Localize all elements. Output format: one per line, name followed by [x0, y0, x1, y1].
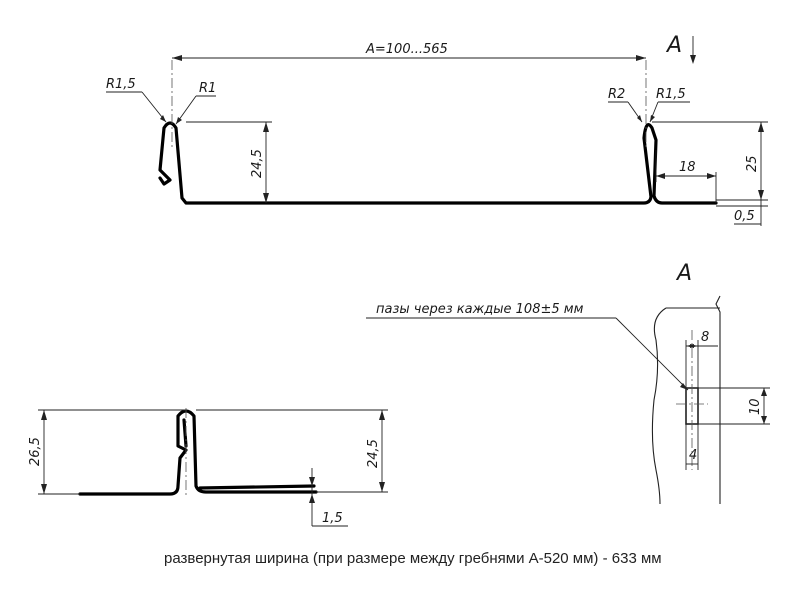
- top-profile: A=100...565 R1,5 R1 24,5 R2 R1,5 18: [106, 33, 768, 226]
- seam-outline-inner: [182, 418, 316, 490]
- view-a-sheet-edge-left: [651, 307, 667, 505]
- seam-inner-arrow-bottom: [379, 482, 385, 492]
- unfolded-width-caption: развернутая ширина (при размере между гр…: [164, 550, 662, 567]
- flange-arrow-right: [707, 173, 716, 179]
- radius-right-outer-label: R1,5: [656, 87, 686, 102]
- r1-leader-arrow: [176, 117, 182, 124]
- seam-offset-arrow-top: [309, 477, 315, 486]
- top-profile-outline: [158, 121, 718, 205]
- left-height-arrow-top: [263, 122, 269, 132]
- view-arrow-label: A: [665, 33, 682, 58]
- r2-leader-arrow: [637, 115, 642, 122]
- slot-offset-label: 4: [689, 448, 697, 463]
- seam-outer-arrow-top: [41, 410, 47, 420]
- radius-left-outer-label: R1,5: [106, 77, 136, 92]
- radius-left-inner-label: R1: [199, 81, 216, 96]
- right-height-arrow-top: [758, 122, 764, 132]
- slot-width-arrow-right: [690, 344, 698, 348]
- view-a-sheet-edge-right: [715, 295, 721, 504]
- slot-note-text: пазы через каждые 108±5 мм: [376, 302, 584, 317]
- width-arrow-right: [636, 55, 646, 61]
- height-right-label: 25: [745, 155, 760, 172]
- r15-left-leader-arrow: [160, 115, 166, 122]
- slot-width-label: 8: [701, 330, 709, 345]
- flange-arrow-left: [656, 173, 665, 179]
- radius-right-inner-label: R2: [608, 87, 625, 102]
- view-arrow-head: [690, 55, 696, 64]
- seam-outline-outer: [78, 409, 318, 496]
- seam-offset-label: 1,5: [322, 511, 343, 526]
- slot-height-arrow-top: [761, 388, 767, 396]
- seam-height-outer-label: 26,5: [28, 437, 43, 466]
- view-a-detail: A пазы через каждые 108±5 мм 8 10 4: [366, 261, 770, 505]
- view-label: A: [675, 261, 692, 286]
- note-leader-arrow: [680, 383, 688, 390]
- seam-detail: 26,5 24,5 1,5: [28, 408, 388, 527]
- slot-height-label: 10: [748, 398, 763, 415]
- flange-label: 18: [679, 160, 696, 175]
- left-height-arrow-bottom: [263, 193, 269, 203]
- width-dimension-text: A=100...565: [365, 42, 448, 57]
- slot-height-arrow-bottom: [761, 416, 767, 424]
- thickness-label: 0,5: [734, 209, 755, 224]
- seam-outer-arrow-bottom: [41, 484, 47, 494]
- seam-offset-arrow-bottom: [309, 494, 315, 503]
- note-leader: [615, 317, 689, 391]
- seam-height-inner-label: 24,5: [366, 439, 381, 468]
- width-arrow-left: [172, 55, 182, 61]
- height-left-label: 24,5: [250, 149, 265, 178]
- r15-right-leader-arrow: [650, 115, 655, 122]
- right-height-arrow-bottom: [758, 190, 764, 200]
- seam-inner-arrow-top: [379, 410, 385, 420]
